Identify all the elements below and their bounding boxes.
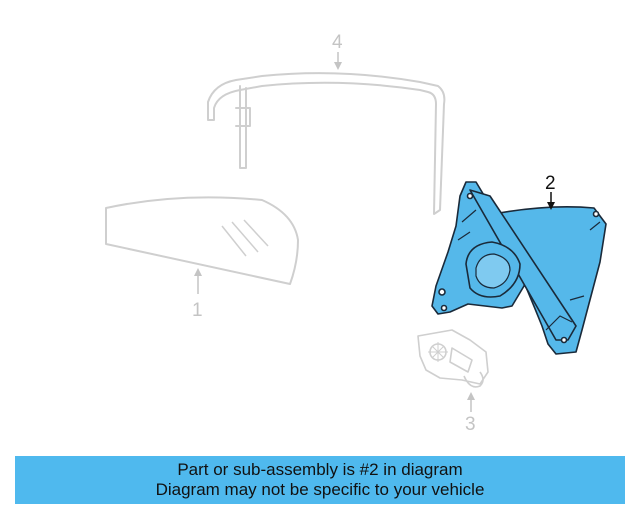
part-2-window-regulator[interactable] (431, 181, 607, 355)
callout-1[interactable]: 1 (192, 300, 203, 321)
banner-line-part-number: Part or sub-assembly is #2 in diagram (177, 460, 463, 479)
diagram-notice-banner: Part or sub-assembly is #2 in diagram Di… (15, 456, 625, 504)
leader-arrow-2 (547, 202, 555, 210)
part-3-window-motor[interactable] (417, 329, 489, 388)
part-1-door-glass[interactable] (105, 196, 299, 285)
leader-arrow-4 (334, 62, 342, 70)
callout-2[interactable]: 2 (545, 173, 556, 194)
callout-3[interactable]: 3 (465, 414, 476, 435)
banner-line-disclaimer: Diagram may not be specific to your vehi… (155, 480, 485, 499)
part-4-run-channel[interactable] (207, 72, 446, 215)
callout-4[interactable]: 4 (332, 32, 343, 53)
leader-arrow-3 (467, 392, 475, 400)
leader-arrow-1 (194, 268, 202, 276)
